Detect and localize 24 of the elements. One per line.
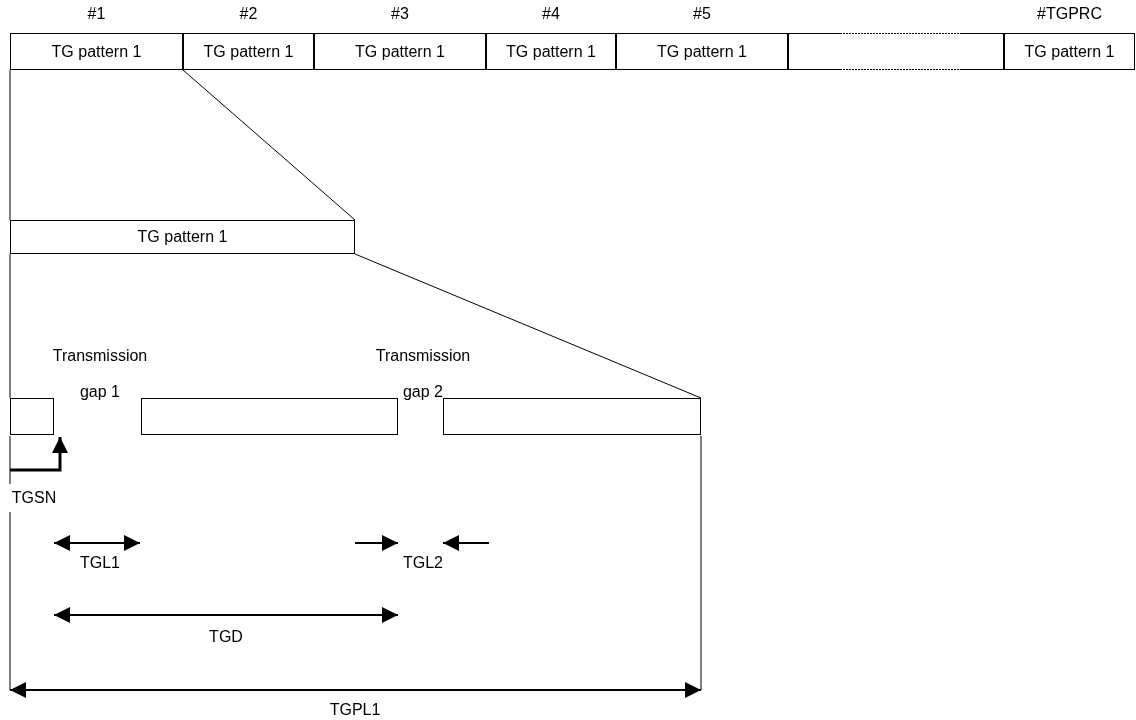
parameter-label: TGL1 <box>79 553 121 573</box>
parameter-label: TGL2 <box>402 553 444 573</box>
pattern-label: TG pattern 1 <box>137 228 228 246</box>
pattern-label: TG pattern 1 <box>657 42 747 61</box>
pattern-label: TG pattern 1 <box>355 42 445 61</box>
zoom-line <box>9 253 11 399</box>
parameter-label: TGSN <box>10 488 58 508</box>
pattern-label: TG pattern 1 <box>203 42 294 61</box>
pattern-label: TG pattern 1 <box>1024 42 1115 61</box>
pattern-number: #3 <box>390 5 410 23</box>
gap-label: Transmission gap 1 <box>51 346 149 402</box>
pattern-label: TG pattern 1 <box>51 42 142 61</box>
pattern-number: #4 <box>541 5 561 23</box>
zoom-line <box>354 253 702 399</box>
gap-label: Transmission gap 2 <box>374 346 472 402</box>
pattern-number: #2 <box>238 5 259 23</box>
parameter-label: TGD <box>208 627 244 647</box>
zoom-line <box>9 69 11 221</box>
pattern-number: #1 <box>86 5 107 23</box>
zoom-line <box>182 69 356 221</box>
pattern-number: #TGPRC <box>1036 5 1103 23</box>
pattern-label: TG pattern 1 <box>506 42 596 61</box>
parameter-label: TGPL1 <box>328 700 382 720</box>
pattern-number: #5 <box>692 5 712 23</box>
